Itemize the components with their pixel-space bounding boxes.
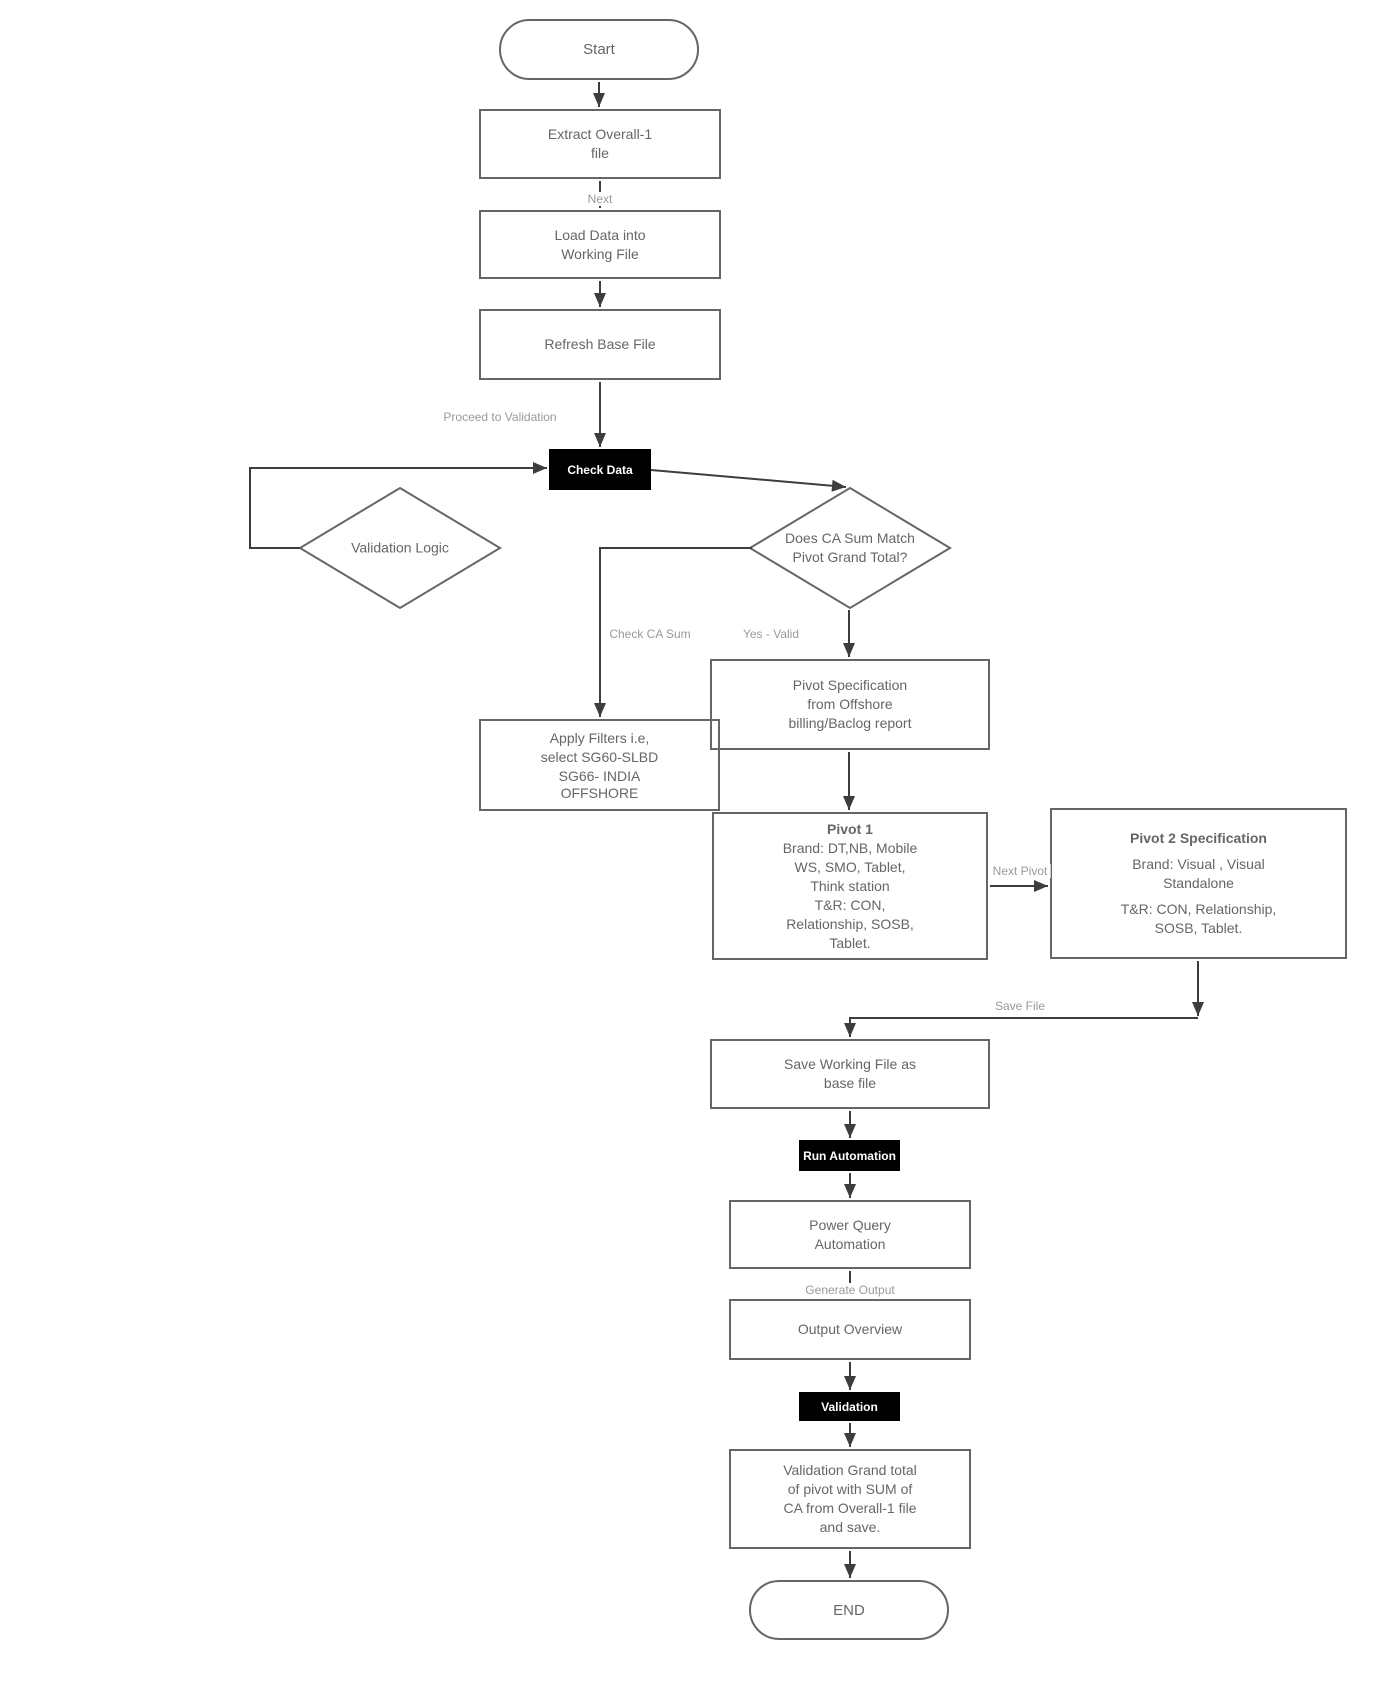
- node-run-automation: Run Automation: [799, 1140, 900, 1171]
- node-start: Start: [499, 19, 699, 80]
- node-pivot-1: Pivot 1 Brand: DT,NB, Mobile WS, SMO, Ta…: [712, 812, 988, 960]
- edge-savefile-saveworking: [844, 1017, 1198, 1037]
- edge-label-proceed-to-validation: Proceed to Validation: [440, 410, 560, 424]
- node-validation: Validation: [799, 1392, 900, 1421]
- edge-label-next-pivot: Next Pivot: [989, 864, 1051, 878]
- node-output-overview: Output Overview: [729, 1299, 971, 1360]
- ca-sum-decision-diamond: [748, 486, 952, 610]
- node-save-working-file: Save Working File as base file: [710, 1039, 990, 1109]
- validation-logic-label: Validation Logic: [351, 539, 449, 556]
- ca-sum-decision-label: Does CA Sum Match Pivot Grand Total?: [785, 530, 915, 565]
- validation-logic-diamond: [298, 486, 502, 610]
- node-refresh-base: Refresh Base File: [479, 309, 721, 380]
- node-validation-grand-total: Validation Grand total of pivot with SUM…: [729, 1449, 971, 1549]
- edge-label-next: Next: [584, 192, 616, 206]
- node-pivot-2-specification: Pivot 2 Specification Brand: Visual , Vi…: [1050, 808, 1347, 959]
- node-check-data: Check Data: [549, 449, 651, 490]
- edge-casum-applyfilters: [594, 547, 752, 717]
- node-power-query: Power Query Automation: [729, 1200, 971, 1269]
- node-extract-overall: Extract Overall-1 file: [479, 109, 721, 179]
- node-pivot-specification: Pivot Specification from Offshore billin…: [710, 659, 990, 750]
- edge-label-generate-output: Generate Output: [802, 1283, 898, 1297]
- edge-validationlogic-checkdata: [249, 462, 547, 549]
- edge-label-save-file: Save File: [991, 999, 1049, 1013]
- edge-checkdata-casum: [650, 469, 847, 492]
- edge-label-yes-valid: Yes - Valid: [739, 627, 803, 641]
- node-load-data: Load Data into Working File: [479, 210, 721, 279]
- node-end: END: [749, 1580, 949, 1640]
- node-apply-filters: Apply Filters i.e, select SG60-SLBD SG66…: [479, 719, 720, 811]
- edge-label-check-ca-sum: Check CA Sum: [606, 627, 694, 641]
